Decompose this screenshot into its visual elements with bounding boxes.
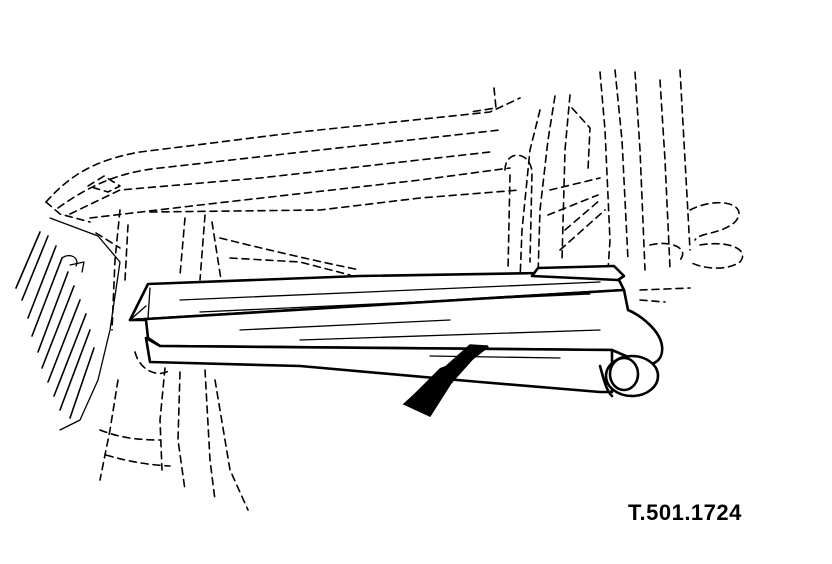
vehicle-body-outline — [45, 69, 744, 511]
arrow-icon — [402, 344, 489, 417]
louvered-panel — [15, 217, 121, 431]
beam-component — [128, 264, 664, 398]
figure-reference-code: T.501.1724 — [628, 500, 742, 525]
